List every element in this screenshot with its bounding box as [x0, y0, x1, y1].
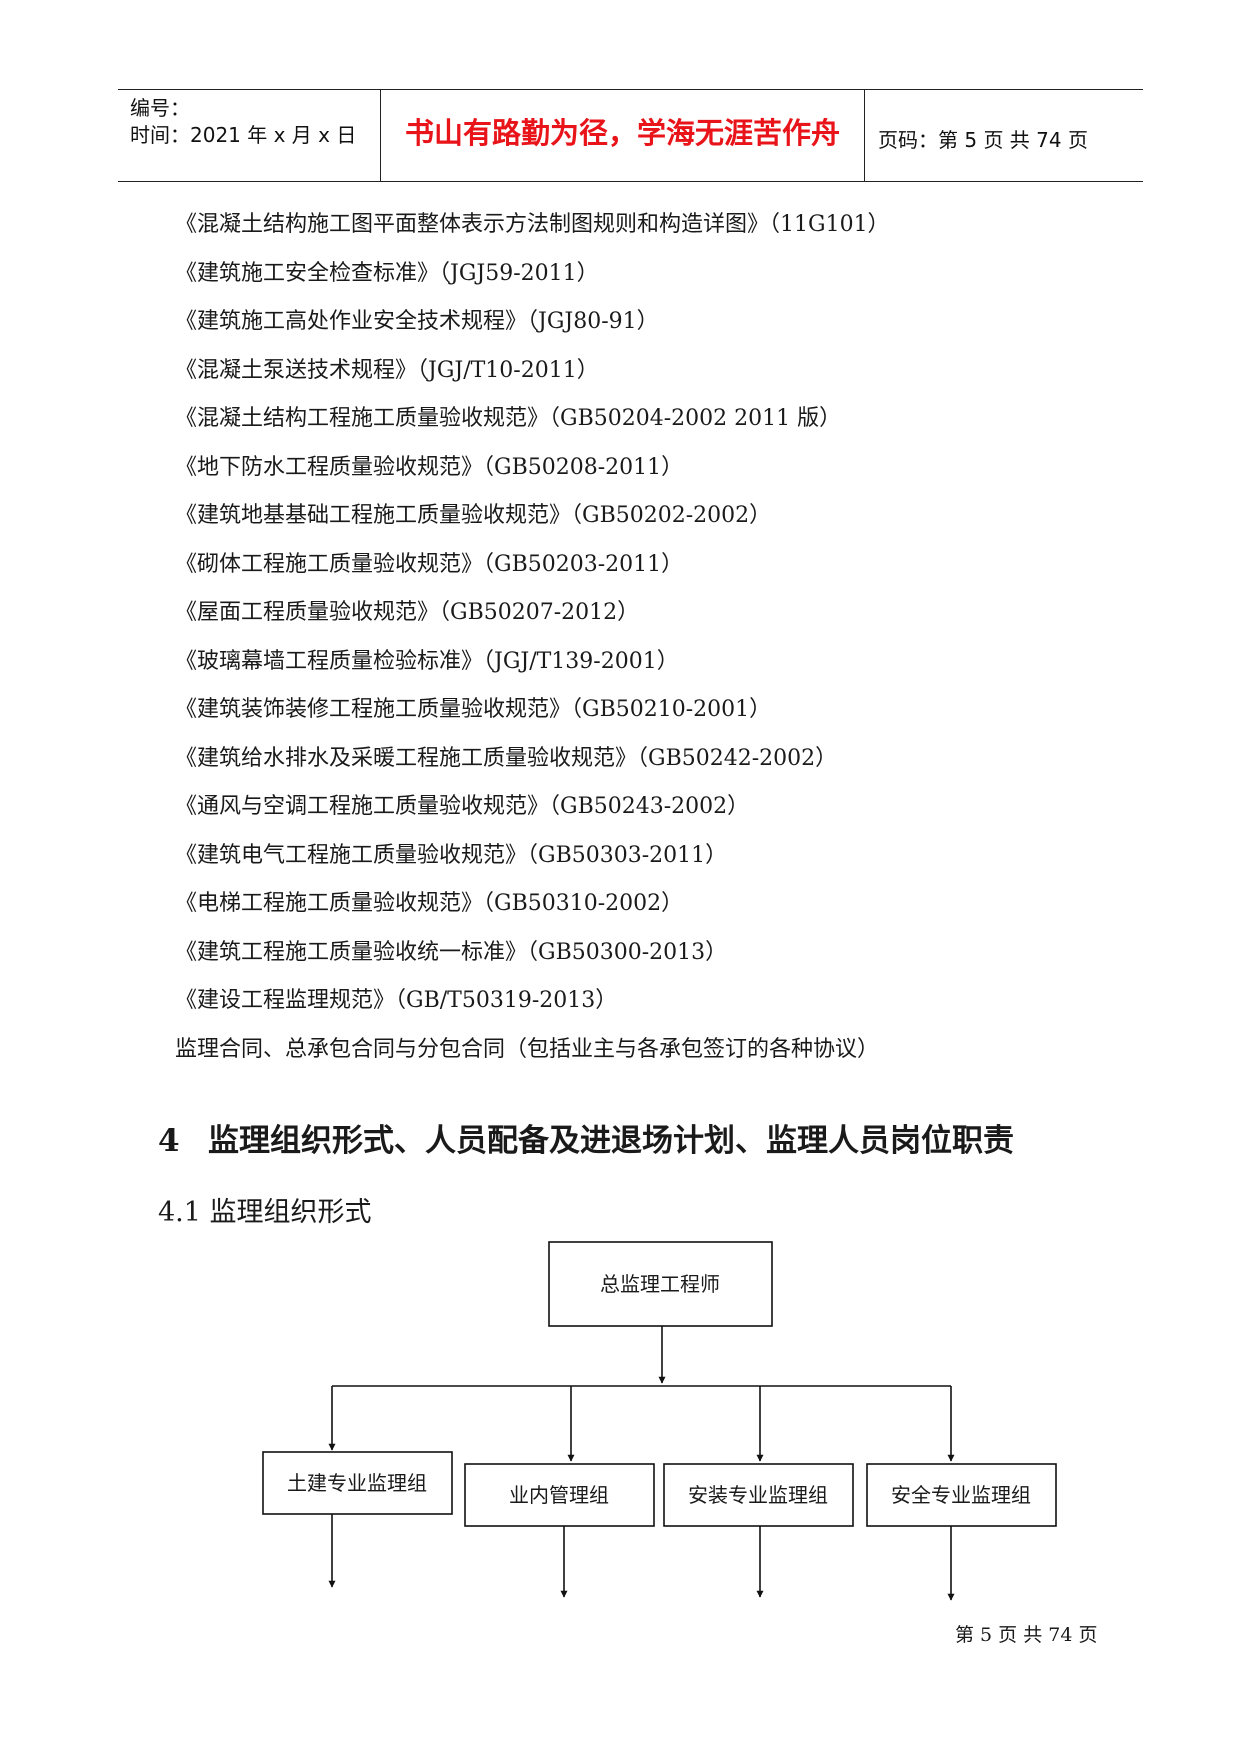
header-motto: 书山有路勤为径，学海无涯苦作舟 — [404, 116, 840, 150]
reference-list: 《混凝土结构施工图平面整体表示方法制图规则和构造详图》（11G101） 《建筑施… — [175, 208, 890, 1081]
subsection-heading: 4.1 监理组织形式 — [158, 1197, 372, 1228]
reference-item: 《通风与空调工程施工质量验收规范》（GB50243-2002） — [175, 794, 750, 819]
reference-item: 《屋面工程质量验收规范》（GB50207-2012） — [175, 600, 640, 625]
org-root-box — [548, 1241, 773, 1327]
reference-item: 《建设工程监理规范》（GB/T50319-2013） — [175, 988, 618, 1013]
section-title: 监理组织形式、人员配备及进退场计划、监理人员岗位职责 — [208, 1123, 1014, 1159]
header-time-label: 时间：2021 年 x 月 x 日 — [130, 123, 357, 147]
reference-item: 《电梯工程施工质量验收规范》（GB50310-2002） — [175, 891, 684, 916]
reference-item: 《建筑施工安全检查标准》（JGJ59-2011） — [175, 260, 599, 286]
reference-item: 《建筑施工高处作业安全技术规程》（JGJ80-91） — [175, 309, 659, 334]
org-child-label: 安全专业监理组 — [891, 1483, 1031, 1507]
header-divider-left — [380, 89, 381, 182]
org-child-box — [464, 1463, 655, 1527]
section-number: 4 — [158, 1123, 180, 1159]
reference-item: 《地下防水工程质量验收规范》（GB50208-2011） — [175, 454, 684, 480]
reference-item: 《混凝土结构工程施工质量验收规范》（GB50204-2002 2011 版） — [175, 406, 842, 431]
reference-item: 《砌体工程施工质量验收规范》（GB50203-2011） — [175, 551, 684, 577]
org-child-label: 业内管理组 — [509, 1483, 609, 1507]
reference-item: 《建筑给水排水及采暖工程施工质量验收规范》（GB50242-2002） — [175, 745, 838, 771]
reference-item: 监理合同、总承包合同与分包合同（包括业主与各承包签订的各种协议） — [175, 1036, 880, 1062]
reference-item: 《建筑装饰装修工程施工质量验收规范》（GB50210-2001） — [175, 697, 772, 722]
header-top-rule — [118, 89, 1143, 90]
header-divider-right — [864, 89, 865, 182]
org-child-box — [663, 1463, 854, 1527]
org-child-box — [262, 1451, 453, 1515]
reference-item: 《混凝土泵送技术规程》（JGJ/T10-2011） — [175, 357, 599, 383]
header-number-label: 编号： — [130, 96, 190, 120]
footer-page-number: 第 5 页 共 74 页 — [955, 1624, 1098, 1646]
section-heading: 4 监理组织形式、人员配备及进退场计划、监理人员岗位职责 — [158, 1115, 1014, 1160]
reference-item: 《建筑工程施工质量验收统一标准》（GB50300-2013） — [175, 939, 728, 965]
org-child-box — [866, 1463, 1057, 1527]
reference-item: 《建筑地基基础工程施工质量验收规范》（GB50202-2002） — [175, 503, 772, 528]
reference-item: 《混凝土结构施工图平面整体表示方法制图规则和构造详图》（11G101） — [175, 212, 890, 237]
reference-item: 《建筑电气工程施工质量验收规范》（GB50303-2011） — [175, 842, 728, 868]
header-bottom-rule — [118, 181, 1143, 182]
reference-item: 《玻璃幕墙工程质量检验标准》（JGJ/T139-2001） — [175, 648, 679, 674]
org-root-label: 总监理工程师 — [600, 1272, 720, 1296]
org-child-label: 安装专业监理组 — [688, 1483, 828, 1507]
header-page-label: 页码：第 5 页 共 74 页 — [878, 128, 1088, 152]
org-child-label: 土建专业监理组 — [287, 1471, 427, 1495]
